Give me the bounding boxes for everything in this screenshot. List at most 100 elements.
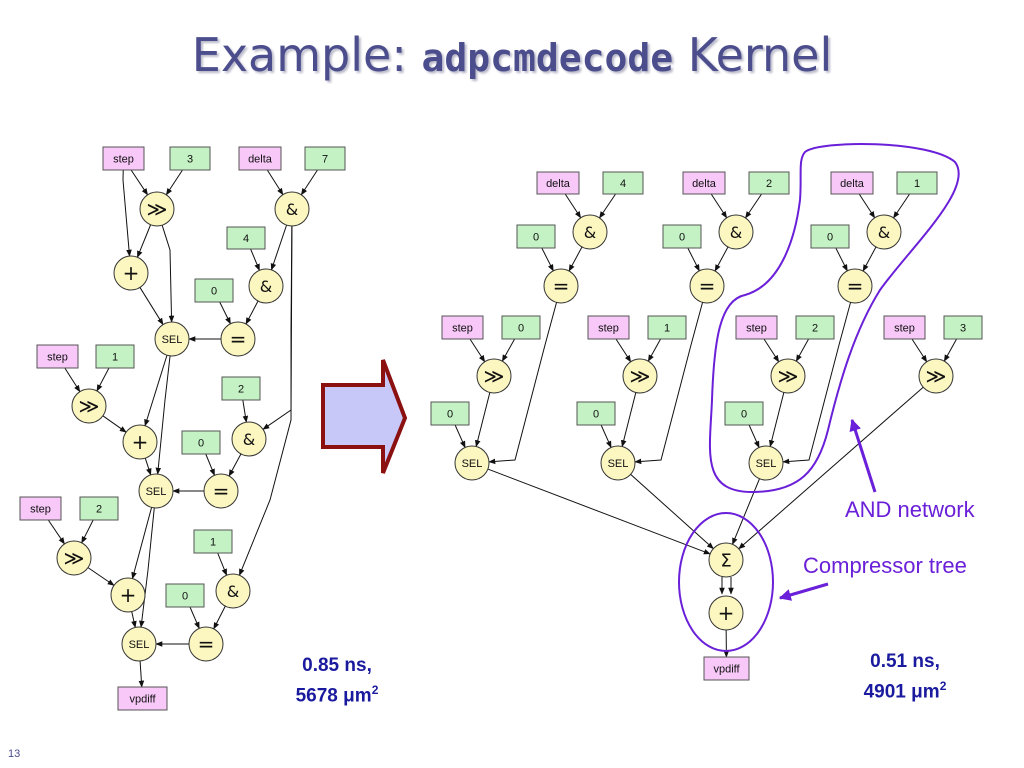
wire: [862, 246, 877, 272]
input-step: step: [441, 315, 484, 340]
wire: [488, 302, 558, 465]
wire: [782, 302, 852, 465]
wire: [568, 246, 583, 272]
before-area-line: 5678 μm2: [262, 678, 412, 708]
svg-text:≫: ≫: [147, 197, 168, 221]
wire: [795, 338, 810, 362]
compare-eq-op: =: [203, 473, 239, 509]
wire: [213, 605, 226, 630]
compare-eq-op: =: [837, 268, 873, 304]
wire: [474, 392, 491, 448]
svg-text:step: step: [113, 154, 134, 166]
const-7: 7: [304, 146, 346, 171]
wire: [763, 338, 780, 363]
const-0: 0: [430, 401, 470, 426]
add-op: +: [708, 595, 744, 631]
wire: [102, 415, 127, 433]
const-3: 3: [169, 146, 211, 171]
svg-text:3: 3: [960, 323, 966, 335]
svg-text:delta: delta: [692, 178, 717, 190]
wire: [219, 301, 231, 325]
const-1: 1: [896, 171, 938, 195]
wire: [81, 519, 94, 544]
svg-text:step: step: [746, 323, 767, 335]
shift-op: ≫: [770, 358, 806, 394]
wire: [205, 453, 215, 476]
wire: [96, 367, 110, 392]
svg-text:0: 0: [741, 409, 747, 421]
const-4: 4: [602, 171, 644, 195]
input-step: step: [36, 344, 79, 369]
after-area-exp: 2: [939, 679, 947, 693]
wire: [541, 247, 554, 272]
svg-text:3: 3: [187, 154, 193, 166]
svg-text:≫: ≫: [79, 394, 100, 418]
svg-text:step: step: [894, 323, 915, 335]
input-step: step: [587, 315, 630, 340]
wire: [835, 247, 848, 272]
wire: [738, 386, 924, 550]
and-op: &: [866, 214, 902, 250]
svg-text:1: 1: [210, 537, 216, 549]
svg-text:≫: ≫: [64, 546, 85, 570]
select-op: SEL: [138, 473, 174, 509]
svg-text:2: 2: [238, 384, 244, 396]
wire: [599, 193, 617, 219]
wire: [487, 468, 711, 555]
wire: [600, 424, 612, 449]
svg-text:=: =: [847, 274, 864, 298]
svg-text:SEL: SEL: [146, 486, 167, 498]
and-op: &: [718, 214, 754, 250]
compare-eq-op: =: [220, 321, 256, 357]
wire: [858, 193, 876, 219]
const-2: 2: [795, 315, 835, 340]
and-op: &: [248, 268, 284, 304]
svg-text:&: &: [227, 582, 239, 601]
compare-eq-op: =: [188, 626, 224, 662]
before-delay: 0.85 ns,: [302, 655, 372, 676]
after-results: 0.51 ns, 4901 μm2: [830, 650, 980, 704]
and-op: &: [215, 573, 251, 609]
svg-text:4: 4: [620, 178, 626, 190]
and-network-pointer: [849, 418, 877, 493]
output-vpdiff: vpdiff: [703, 656, 750, 681]
input-step: step: [883, 315, 926, 340]
compressor-tree-pointer: [778, 582, 829, 601]
and-op: &: [274, 191, 310, 227]
wire: [155, 355, 171, 475]
svg-text:SEL: SEL: [129, 639, 150, 651]
select-op: SEL: [748, 445, 784, 481]
svg-text:2: 2: [96, 504, 102, 516]
svg-text:&: &: [260, 277, 272, 296]
wire: [615, 338, 632, 363]
wire: [454, 424, 466, 449]
wire: [714, 246, 729, 272]
svg-text:0: 0: [518, 323, 524, 335]
title-prefix: Example:: [191, 28, 422, 82]
svg-text:0: 0: [593, 409, 599, 421]
wire: [647, 338, 662, 362]
svg-text:0: 0: [198, 438, 204, 450]
svg-text:0: 0: [211, 286, 217, 298]
add-op: +: [110, 577, 146, 613]
svg-text:1: 1: [112, 352, 118, 364]
add-op: +: [122, 424, 158, 460]
wire: [564, 193, 582, 219]
wire: [710, 193, 728, 219]
compare-eq-op: =: [543, 268, 579, 304]
svg-text:SEL: SEL: [162, 334, 183, 346]
wire: [47, 519, 65, 545]
wire: [245, 300, 259, 325]
input-delta: delta: [536, 171, 580, 195]
const-0: 0: [724, 401, 764, 426]
wire: [745, 193, 763, 219]
wire: [469, 338, 486, 363]
svg-text:step: step: [598, 323, 619, 335]
const-1: 1: [647, 315, 687, 340]
const-0: 0: [576, 401, 616, 426]
svg-text:SEL: SEL: [756, 458, 777, 470]
svg-text:&: &: [243, 430, 255, 449]
svg-text:SEL: SEL: [608, 458, 629, 470]
svg-text:delta: delta: [840, 178, 865, 190]
wire: [300, 169, 318, 196]
